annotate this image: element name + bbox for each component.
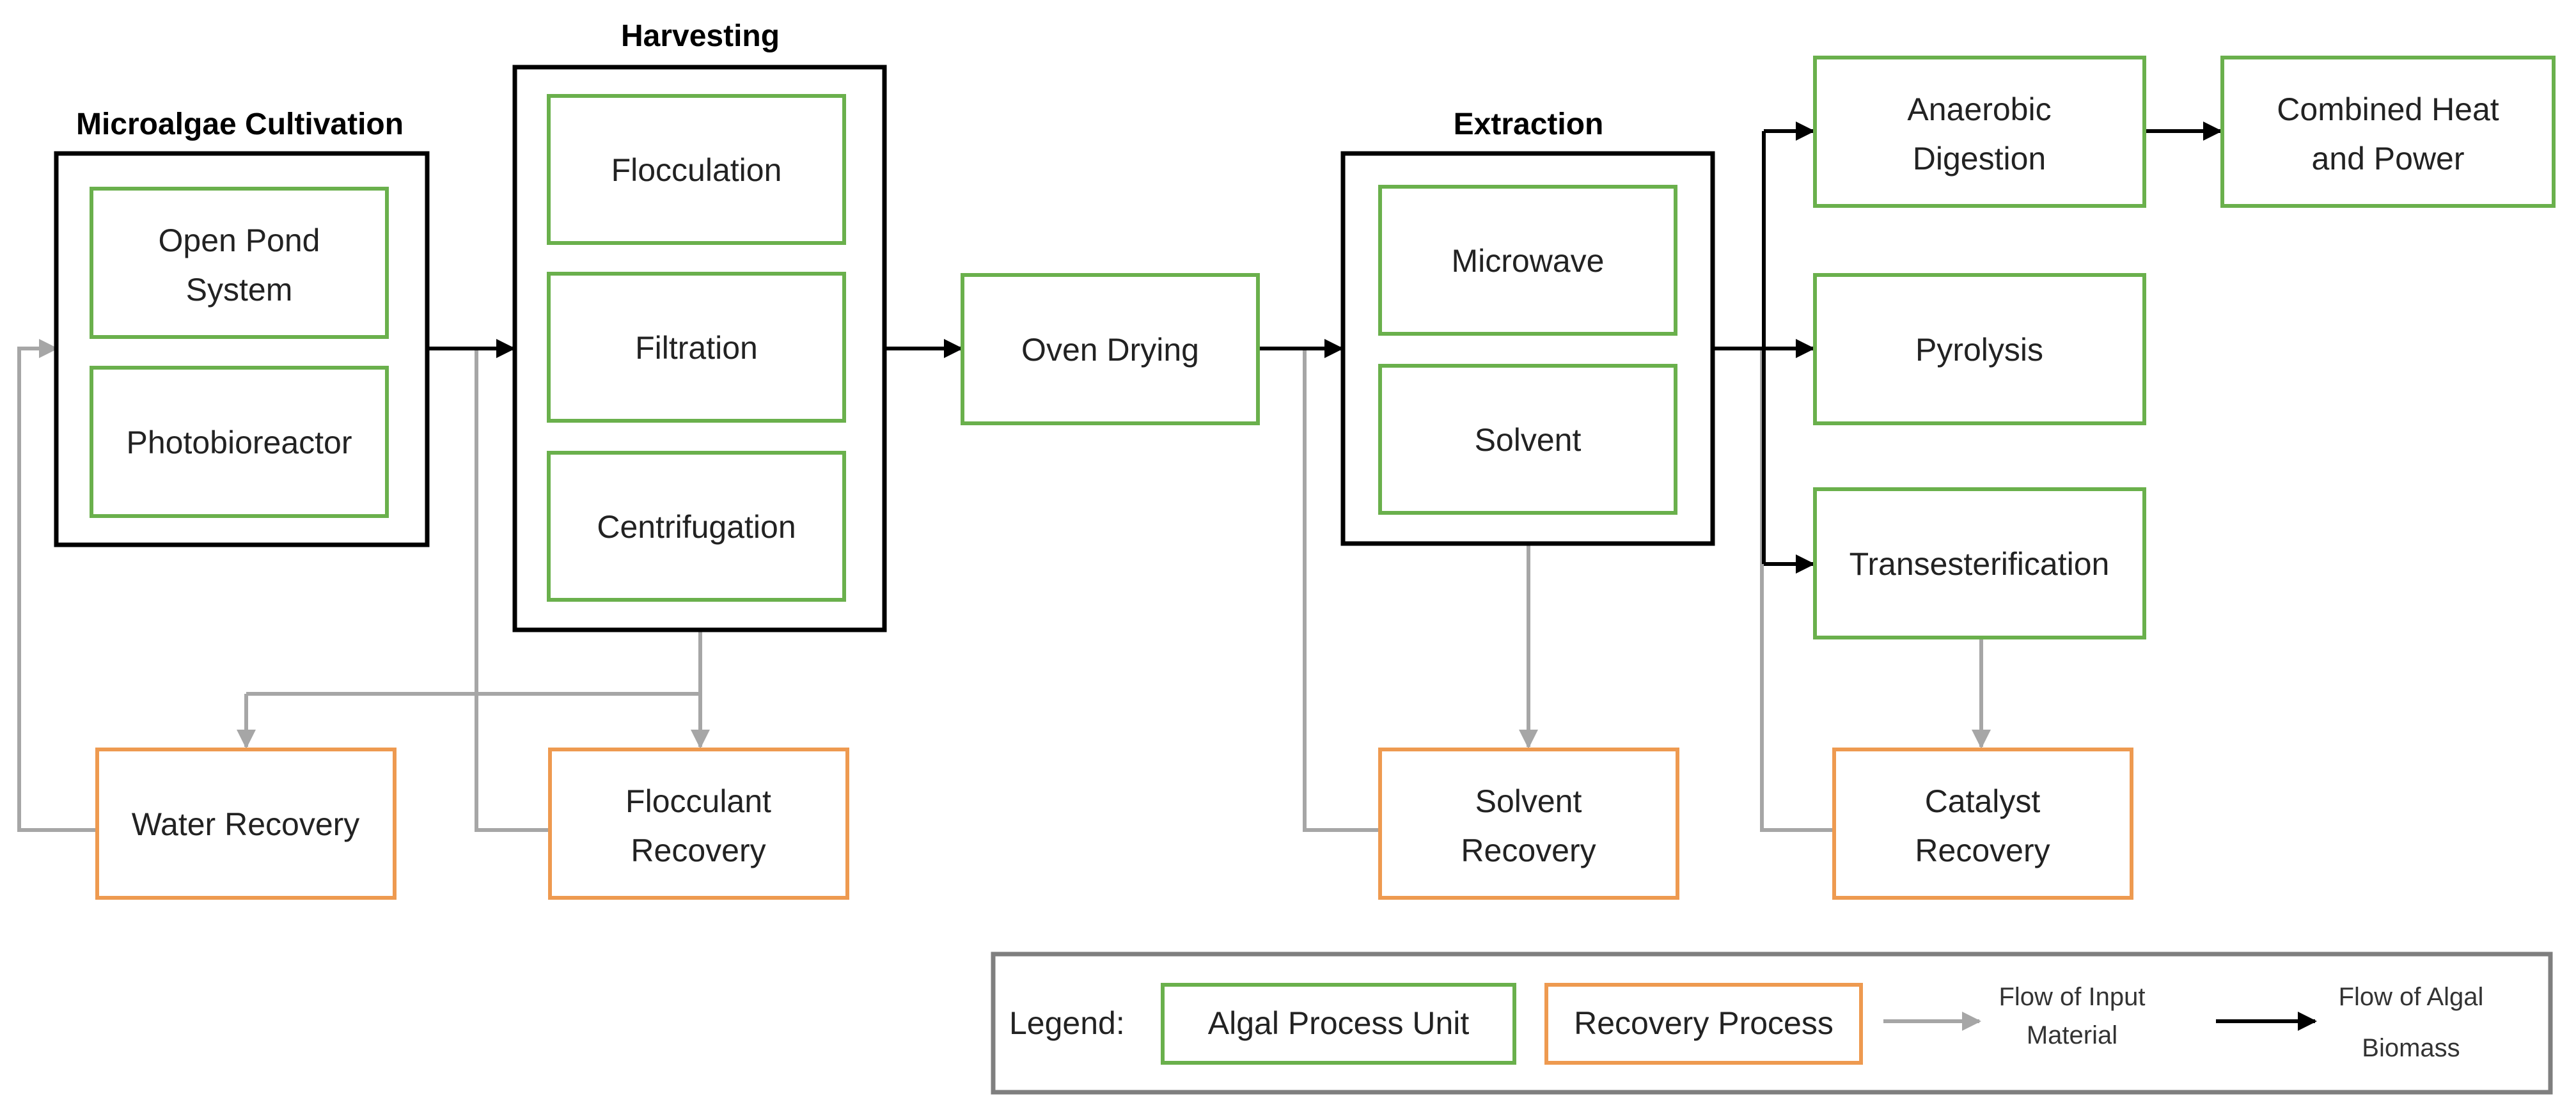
- legend: Legend: Algal Process Unit Recovery Proc…: [991, 952, 2553, 1095]
- legend-algal-swatch: [1161, 983, 1516, 1065]
- node-filtration: Filtration: [547, 272, 846, 423]
- node-catalyst-recovery: Catalyst Recovery: [1832, 748, 2133, 900]
- node-combined-heat-power: Combined Heat and Power: [2220, 56, 2556, 208]
- node-anaerobic-digestion: Anaerobic Digestion: [1813, 56, 2146, 208]
- node-transesterification: Transesterification: [1813, 487, 2146, 639]
- flow-solvent-back: [1303, 349, 1378, 832]
- label-anaerobic-1: Anaerobic: [1907, 91, 2051, 127]
- label-open-pond-2: System: [186, 272, 293, 308]
- label-solvent-recovery-1: Solvent: [1475, 783, 1582, 819]
- legend-recovery-swatch: [1544, 983, 1863, 1065]
- label-chp-2: and Power: [2311, 141, 2464, 176]
- group-cultivation: Microalgae Cultivation: [54, 107, 430, 547]
- legend-input-flow-2: Material: [2027, 1021, 2117, 1049]
- group-harvesting: Harvesting: [512, 19, 887, 632]
- node-solvent: Solvent: [1378, 364, 1677, 515]
- label-solvent-recovery-2: Recovery: [1461, 833, 1596, 868]
- label-flocculation: Flocculation: [611, 152, 782, 188]
- node-flocculant-recovery: Flocculant Recovery: [548, 748, 849, 900]
- node-water-recovery: Water Recovery: [95, 748, 397, 900]
- label-solvent: Solvent: [1475, 422, 1582, 458]
- group-title-cultivation: Microalgae Cultivation: [76, 107, 404, 141]
- node-centrifugation: Centrifugation: [547, 451, 846, 602]
- group-box-extraction: [1340, 151, 1715, 546]
- group-box-harvesting: [512, 65, 887, 632]
- label-open-pond-1: Open Pond: [159, 223, 320, 258]
- group-title-extraction: Extraction: [1454, 107, 1604, 141]
- group-extraction: Extraction: [1340, 107, 1715, 546]
- label-pyrolysis: Pyrolysis: [1915, 332, 2043, 368]
- group-title-harvesting: Harvesting: [621, 19, 780, 53]
- flow-flocculant-back: [475, 349, 549, 832]
- legend-algal-label: Algal Process Unit: [1208, 1005, 1470, 1041]
- label-catalyst-1: Catalyst: [1925, 783, 2041, 819]
- node-solvent-recovery: Solvent Recovery: [1378, 748, 1679, 900]
- legend-biomass-flow-2: Biomass: [2362, 1034, 2460, 1062]
- label-filtration: Filtration: [635, 330, 758, 366]
- group-box-cultivation: [54, 151, 430, 547]
- node-flocculation: Flocculation: [547, 94, 846, 245]
- biomass-flow-lines: [428, 121, 2222, 574]
- flow-water-to-cultivation: [17, 339, 96, 832]
- label-photobioreactor: Photobioreactor: [126, 425, 352, 460]
- node-pyrolysis: Pyrolysis: [1813, 273, 2146, 425]
- label-oven-drying: Oven Drying: [1021, 332, 1199, 368]
- label-anaerobic-2: Digestion: [1913, 141, 2046, 176]
- label-chp-1: Combined Heat: [2277, 91, 2499, 127]
- node-oven-drying: Oven Drying: [961, 273, 1260, 425]
- label-water-recovery: Water Recovery: [132, 806, 360, 842]
- label-transesterification: Transesterification: [1850, 546, 2110, 582]
- legend-label: Legend:: [1009, 1005, 1125, 1041]
- legend-input-flow-1: Flow of Input: [1999, 983, 2145, 1011]
- label-flocculant-1: Flocculant: [625, 783, 771, 819]
- legend-recovery-label: Recovery Process: [1574, 1005, 1834, 1041]
- label-catalyst-2: Recovery: [1915, 833, 2050, 868]
- label-microwave: Microwave: [1452, 243, 1605, 279]
- label-flocculant-2: Recovery: [631, 833, 766, 868]
- node-open-pond: Open Pond System: [90, 187, 389, 339]
- node-microwave: Microwave: [1378, 185, 1677, 336]
- legend-biomass-flow-1: Flow of Algal: [2339, 983, 2484, 1011]
- label-centrifugation: Centrifugation: [597, 509, 796, 545]
- node-photobioreactor: Photobioreactor: [90, 366, 389, 518]
